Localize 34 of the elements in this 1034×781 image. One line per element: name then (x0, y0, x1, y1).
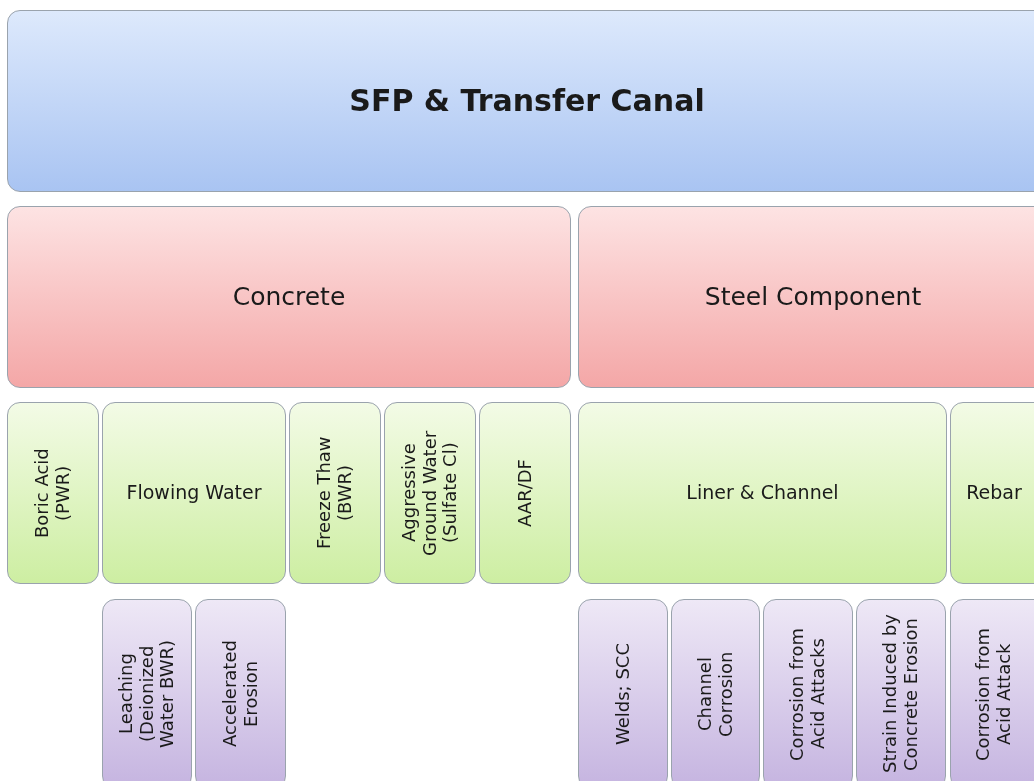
mechanism-box (763, 599, 853, 781)
subcategory-box (102, 402, 286, 584)
node-label: Strain Induced by Concrete Erosion (880, 614, 922, 774)
mechanism-box (195, 599, 286, 781)
mechanism-box (950, 599, 1034, 781)
subcategory-box (384, 402, 476, 584)
node-label: Rebar (966, 482, 1022, 504)
node-label: Aggressive Ground Water (Sulfate Cl) (398, 429, 462, 558)
node-label: Corrosion from Acid Attack (973, 626, 1015, 763)
subcategory-box (289, 402, 381, 584)
mechanism-box (856, 599, 946, 781)
node-label: Welds; SCC (612, 642, 634, 747)
subcategory-box (950, 402, 1034, 584)
subcategory-box (479, 402, 571, 584)
title-box (7, 10, 1034, 192)
node-label: Channel Corrosion (694, 650, 737, 739)
mechanism-box (102, 599, 192, 781)
node-label: Accelerated Erosion (219, 639, 262, 750)
node-label: Leaching (Deionized Water BWR) (115, 639, 179, 750)
title-text: SFP & Transfer Canal (349, 83, 705, 119)
node-label: Corrosion from Acid Attacks (787, 626, 829, 763)
subcategory-box (7, 402, 99, 584)
category-box (7, 206, 571, 388)
mechanism-box (578, 599, 668, 781)
node-label: AAR/DF (514, 458, 536, 529)
node-label: Liner & Channel (686, 482, 839, 504)
node-label: Freeze Thaw (BWR) (314, 435, 356, 552)
mechanism-box (671, 599, 760, 781)
subcategory-box (578, 402, 947, 584)
node-label: Flowing Water (126, 482, 262, 504)
node-label: Concrete (232, 282, 346, 312)
node-label: Steel Component (704, 282, 922, 312)
category-box (578, 206, 1034, 388)
node-label: Boric Acid (PWR) (32, 447, 74, 540)
